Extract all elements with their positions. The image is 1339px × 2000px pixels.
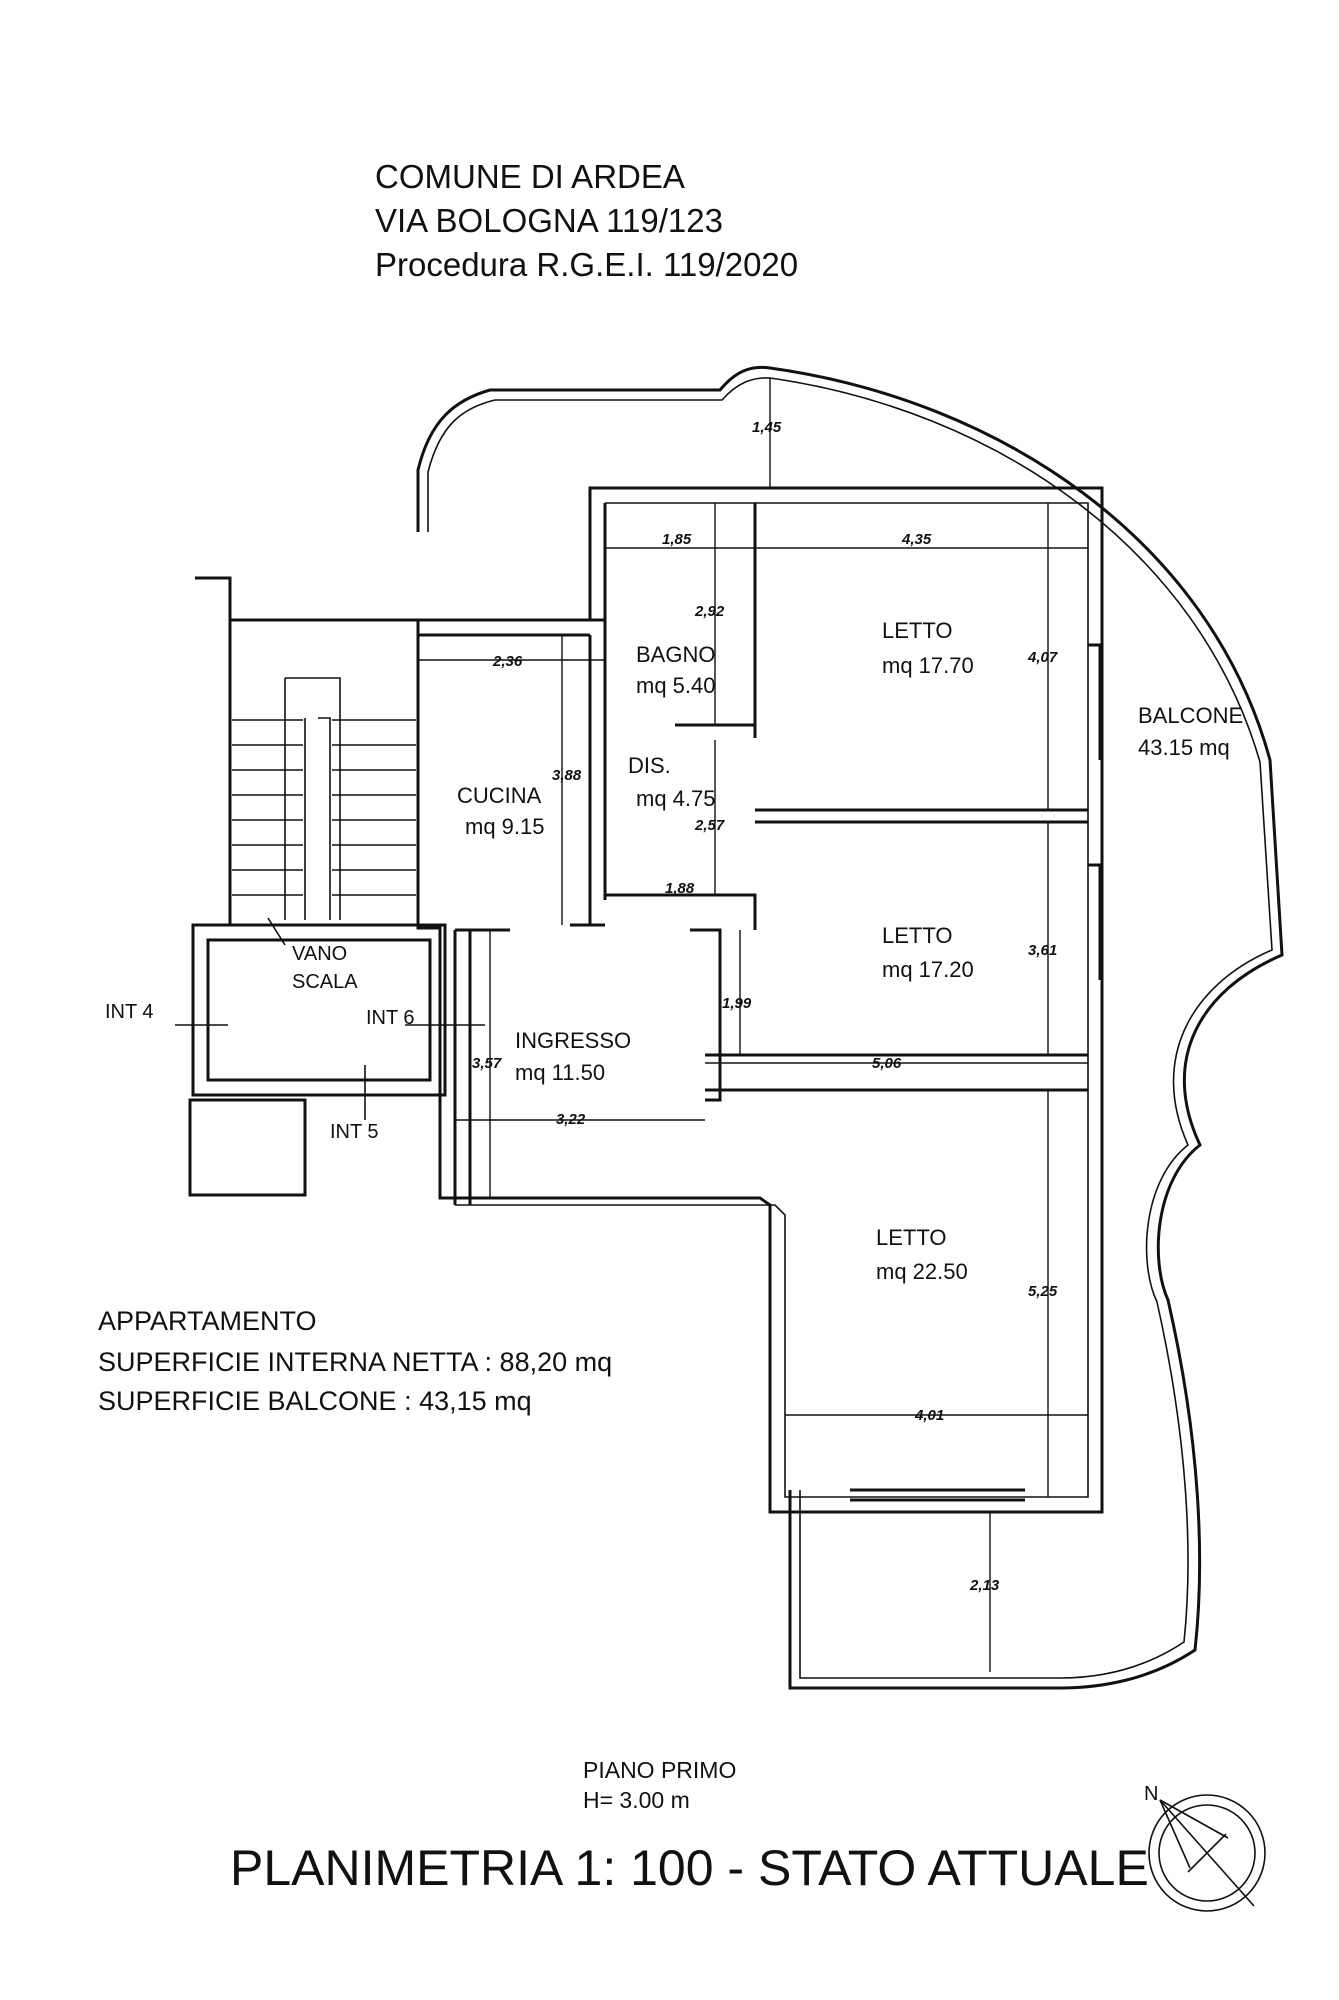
dim-1-88: 1,88	[665, 880, 695, 897]
wall-letto2-letto3	[705, 1053, 1088, 1092]
wall-bottom-window	[850, 1488, 1025, 1502]
header-address: VIA BOLOGNA 119/123	[375, 202, 723, 239]
dim-5-06: 5,06	[872, 1055, 902, 1072]
wall-kitchen	[418, 618, 605, 927]
room-letto1-area: mq 17.70	[882, 653, 974, 678]
vano-scala-line1: VANO	[292, 943, 347, 965]
header-procedure: Procedura R.G.E.I. 119/2020	[375, 246, 798, 283]
wall-bagno-dis	[603, 503, 757, 900]
room-letto1-name: LETTO	[882, 618, 953, 643]
stairwell-wall	[188, 618, 447, 1197]
dim-2-13: 2,13	[969, 1577, 1000, 1594]
room-balcone-area: 43.15 mq	[1138, 735, 1230, 760]
summary-title: APPARTAMENTO	[98, 1306, 317, 1336]
dim-2-92: 2,92	[694, 603, 725, 620]
wall-ingresso	[453, 928, 510, 1205]
dim-1-99: 1,99	[722, 995, 752, 1012]
apartment-outer-wall	[416, 486, 1104, 1514]
room-letto3-name: LETTO	[876, 1225, 947, 1250]
wall-letto1-letto2	[755, 808, 1088, 824]
room-dis-name: DIS.	[628, 753, 671, 778]
summary-net-area: SUPERFICIE INTERNA NETTA : 88,20 mq	[98, 1347, 612, 1377]
room-dis-area: mq 4.75	[636, 786, 716, 811]
room-bagno-name: BAGNO	[636, 642, 715, 667]
dim-3-22: 3,22	[556, 1111, 586, 1128]
dim-2-36: 2,36	[492, 653, 523, 670]
dim-4-01: 4,01	[914, 1407, 944, 1424]
dim-4-35: 4,35	[901, 531, 932, 548]
unit-int5: INT 5	[330, 1121, 379, 1143]
dimension-lines	[418, 378, 1088, 1672]
room-balcone-name: BALCONE	[1138, 703, 1243, 728]
stair-treads	[232, 719, 416, 896]
apartment-inner-wall	[455, 502, 1089, 1498]
ceiling-height: H= 3.00 m	[583, 1787, 690, 1813]
stair-side-wall	[195, 576, 232, 620]
header-municipality: COMUNE DI ARDEA	[375, 158, 685, 195]
vano-scala-line2: SCALA	[292, 971, 358, 993]
stair-landing	[284, 677, 341, 920]
north-arrow-icon	[1148, 1794, 1266, 1912]
room-letto2-name: LETTO	[882, 923, 953, 948]
unit-int4: INT 4	[105, 1001, 154, 1023]
drawing-title: PLANIMETRIA 1: 100 - STATO ATTUALE	[230, 1840, 1149, 1896]
room-letto3-area: mq 22.50	[876, 1259, 968, 1284]
dim-3-88: 3,88	[552, 767, 582, 784]
room-ingresso-area: mq 11.50	[515, 1060, 605, 1085]
stair-arrow	[267, 917, 286, 946]
room-bagno-area: mq 5.40	[636, 673, 716, 698]
dim-2-57: 2,57	[694, 817, 725, 834]
room-cucina-area: mq 9.15	[465, 814, 545, 839]
dim-1-85: 1,85	[662, 531, 692, 548]
unit-int6: INT 6	[366, 1007, 415, 1029]
room-ingresso-name: INGRESSO	[515, 1028, 631, 1053]
wall-window-right	[1088, 643, 1102, 980]
dim-3-61: 3,61	[1028, 942, 1057, 959]
balcony-outline	[416, 365, 1284, 1690]
dim-1-45: 1,45	[752, 419, 782, 436]
dim-4-07: 4,07	[1027, 649, 1058, 666]
balcony-outline-inner	[427, 377, 1273, 1679]
dim-5-25: 5,25	[1028, 1283, 1058, 1300]
dim-3-57: 3,57	[472, 1055, 502, 1072]
room-letto2-area: mq 17.20	[882, 957, 974, 982]
room-cucina-name: CUCINA	[457, 783, 542, 808]
summary-balcony-area: SUPERFICIE BALCONE : 43,15 mq	[98, 1386, 532, 1416]
north-label: N	[1144, 1783, 1158, 1805]
floor-label: PIANO PRIMO	[583, 1757, 736, 1783]
